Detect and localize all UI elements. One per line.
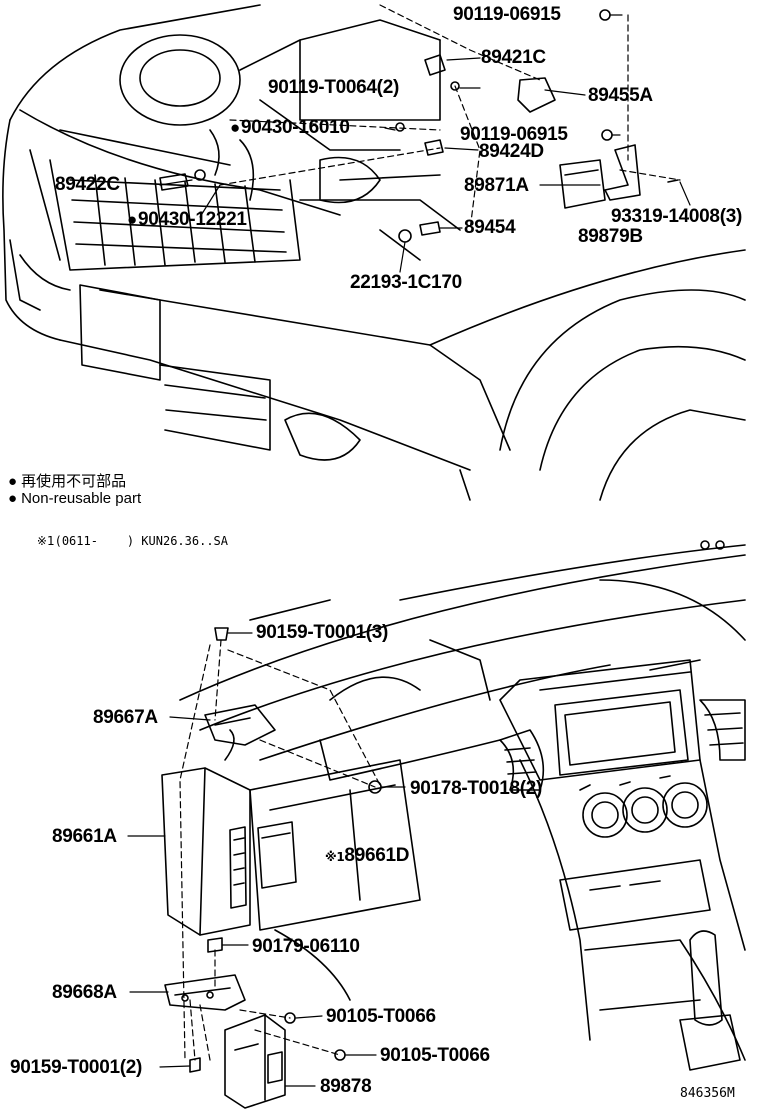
callout-89422C[interactable]: 89422C bbox=[55, 174, 120, 195]
callout-89454[interactable]: 89454 bbox=[464, 217, 516, 238]
callout-93319-14008[interactable]: 93319-14008(3) bbox=[611, 206, 743, 227]
part-89667A bbox=[204, 704, 276, 761]
part-90430-16010 bbox=[395, 122, 405, 132]
part-22193 bbox=[398, 229, 412, 243]
part-89661D bbox=[257, 821, 297, 889]
part-89424D bbox=[424, 139, 444, 156]
callout-89871A[interactable]: 89871A bbox=[464, 175, 529, 196]
callout-90179-06110[interactable]: 90179-06110 bbox=[252, 936, 360, 957]
part-89421C bbox=[424, 54, 446, 76]
leader-lines-top bbox=[159, 14, 691, 273]
callout-89455A[interactable]: 89455A bbox=[588, 85, 653, 106]
part-89422C bbox=[159, 169, 206, 191]
center-console bbox=[499, 659, 746, 1061]
callout-90178-T0018[interactable]: 90178-T0018(2) bbox=[410, 778, 543, 799]
part-89661A bbox=[161, 767, 251, 936]
hvac-knobs bbox=[579, 775, 708, 838]
part-89878 bbox=[224, 1014, 286, 1109]
part-89455A bbox=[517, 77, 556, 113]
legend-non-reusable-en: ●Non-reusable part bbox=[8, 490, 141, 507]
license-plate bbox=[79, 284, 161, 381]
callout-90119-06915-mid[interactable]: 90119-06915 bbox=[460, 124, 568, 145]
dashboard-outline bbox=[179, 540, 746, 781]
glovebox-area bbox=[249, 759, 421, 1001]
gear-shifter bbox=[679, 930, 741, 1071]
bullet-icon: ● bbox=[8, 473, 18, 490]
legend-en-text: Non-reusable part bbox=[21, 490, 142, 507]
callout-89667A[interactable]: 89667A bbox=[93, 707, 158, 728]
callout-89668A[interactable]: 89668A bbox=[52, 982, 117, 1003]
callout-90159-T0001-3[interactable]: 90159-T0001(3) bbox=[256, 622, 389, 643]
dashed-assembly-lines-bottom bbox=[179, 639, 381, 1061]
leader-lines-bottom bbox=[127, 632, 406, 1087]
callout-89879B[interactable]: 89879B bbox=[578, 226, 643, 247]
callout-90119-T0064[interactable]: 90119-T0064(2) bbox=[268, 77, 400, 98]
fasteners-bottom bbox=[189, 627, 382, 1073]
part-89871A bbox=[559, 159, 606, 209]
callout-89424D[interactable]: 89424D bbox=[479, 141, 544, 162]
front-grille bbox=[49, 159, 301, 271]
bumper-lower bbox=[9, 239, 361, 461]
legend-jp-text: 再使用不可部品 bbox=[21, 473, 127, 490]
callout-90159-T0001-2[interactable]: 90159-T0001(2) bbox=[10, 1057, 143, 1078]
callout-90430-12221[interactable]: 90430-12221 bbox=[127, 210, 247, 229]
vehicle-front-outline bbox=[2, 4, 746, 501]
callout-90105-T0066-lower[interactable]: 90105-T0066 bbox=[380, 1045, 490, 1066]
note-mark: ※1 bbox=[36, 534, 55, 548]
part-89454 bbox=[419, 221, 441, 236]
callout-mark: ※1 bbox=[325, 850, 345, 864]
bullet-icon: ● bbox=[8, 490, 18, 507]
hood-edge bbox=[19, 109, 341, 261]
callout-90119-06915-top[interactable]: 90119-06915 bbox=[453, 4, 561, 25]
part-89879B bbox=[604, 144, 641, 201]
callout-89661D[interactable]: ※189661D bbox=[325, 846, 409, 865]
callout-90105-T0066-upper[interactable]: 90105-T0066 bbox=[326, 1006, 436, 1027]
callout-89661A[interactable]: 89661A bbox=[52, 826, 117, 847]
note-text: (0611- ) KUN26.36..SA bbox=[54, 534, 228, 548]
applicability-note: ※1(0611- ) KUN26.36..SA bbox=[8, 520, 228, 562]
callout-89878[interactable]: 89878 bbox=[320, 1076, 372, 1097]
callout-22193-1C170[interactable]: 22193-1C170 bbox=[350, 272, 462, 293]
illustration-code: 846356M bbox=[680, 1086, 735, 1101]
part-89668A bbox=[164, 974, 246, 1011]
callout-89661D-text: 89661D bbox=[344, 845, 410, 866]
air-vents bbox=[499, 699, 746, 791]
callout-89421C[interactable]: 89421C bbox=[481, 47, 546, 68]
callout-90430-16010[interactable]: 90430-16010 bbox=[230, 118, 350, 137]
legend-non-reusable-jp: ●再使用不可部品 bbox=[8, 470, 126, 491]
